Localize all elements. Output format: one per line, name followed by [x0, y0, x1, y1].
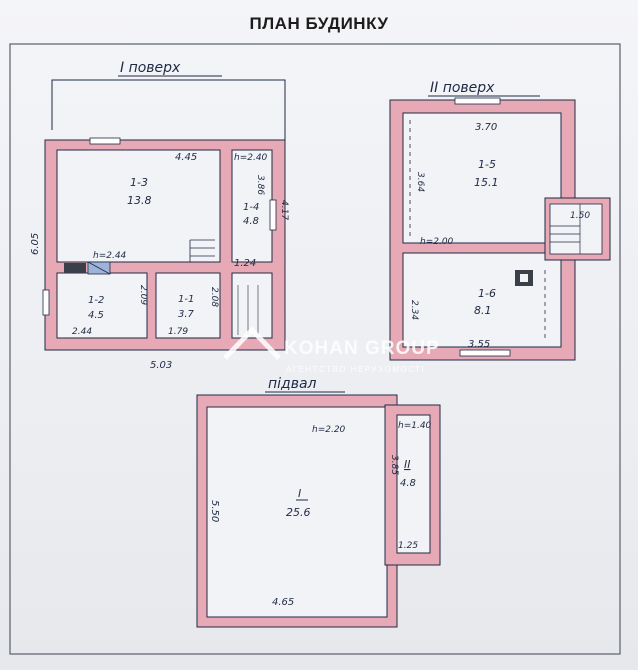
dim-height-r: h=2.40 — [234, 153, 268, 163]
drawing-frame — [9, 43, 621, 655]
dim-mid: 1.24 — [234, 258, 256, 269]
dim-b1: 2.44 — [72, 327, 92, 337]
room-1-1-id: 1-1 — [178, 294, 194, 305]
basement-label: підвал — [268, 376, 317, 392]
room-1-3-id: 1-3 — [130, 176, 148, 189]
dim-stair: 1.50 — [570, 211, 590, 221]
dim-bottom: 5.03 — [150, 360, 172, 371]
watermark: KOHAN GROUP АГЕНТСТВО НЕРУХОМОСТІ — [223, 326, 440, 374]
dim-top: 4.45 — [175, 152, 197, 163]
window — [89, 137, 121, 145]
dim-v4: 2.08 — [209, 287, 219, 307]
room-1-4-floor — [231, 149, 273, 263]
stairs-icon — [550, 204, 581, 254]
room-i-area: 25.6 — [286, 506, 311, 519]
room-1-2-floor — [56, 272, 148, 339]
window — [459, 349, 511, 357]
room-i-floor — [206, 406, 388, 618]
second-floor-label: II поверх — [430, 80, 495, 96]
dim-height: h=2.20 — [312, 425, 346, 435]
room-1-6-area: 8.1 — [474, 304, 492, 317]
second-floor-plan: II поверх 3.70 1-5 15.1 3.64 1.50 h=2.00… — [389, 80, 611, 361]
watermark-name: KOHAN GROUP — [284, 338, 440, 359]
room-1-6-floor — [402, 252, 562, 348]
dim-bottom: 4.65 — [272, 597, 294, 608]
room-1-2-area: 4.5 — [88, 310, 104, 321]
room-ii-floor — [396, 414, 431, 554]
room-1-2-id: 1-2 — [88, 295, 104, 306]
dim-small: 1.25 — [398, 541, 418, 551]
room-1-4-area: 4.8 — [243, 216, 259, 227]
stove-icon — [64, 263, 86, 273]
room-1-5-area: 15.1 — [474, 176, 499, 189]
dim-v2: 4.17 — [279, 200, 289, 220]
room-1-4-id: 1-4 — [243, 202, 259, 213]
dim-v3: 2.09 — [138, 285, 148, 305]
dim-left: 5.50 — [209, 500, 220, 522]
dim-v: 3.85 — [389, 455, 399, 475]
room-1-1-floor — [155, 272, 221, 339]
room-1-3-area: 13.8 — [127, 194, 152, 207]
dim-height2: h=1.40 — [398, 421, 432, 431]
dim-height: h=2.00 — [420, 237, 454, 247]
dim-height-k: h=2.44 — [93, 251, 127, 261]
watermark-logo-icon — [223, 326, 281, 360]
watermark-subtitle: АГЕНТСТВО НЕРУХОМОСТІ — [286, 365, 425, 374]
stairs-icon — [189, 239, 215, 262]
first-floor-label: I поверх — [120, 60, 181, 76]
basement-plan: підвал h=2.20 h=1.40 3.85 II 4.8 I 25.6 … — [196, 376, 441, 628]
dim-top: 3.70 — [475, 122, 497, 133]
dim-bottom: 3.55 — [468, 339, 490, 350]
plan-title: ПЛАН БУДИНКУ — [249, 14, 389, 33]
room-i-id: I — [298, 487, 301, 500]
porch-hatch — [237, 285, 259, 335]
room-1-6-id: 1-6 — [478, 287, 496, 300]
dim-b2: 1.79 — [168, 327, 188, 337]
dim-v1: 3.86 — [255, 175, 265, 195]
dim-left: 3.64 — [415, 172, 425, 192]
room-1-5-floor — [402, 112, 562, 244]
room-1-3-floor — [56, 149, 221, 263]
room-1-1-area: 3.7 — [178, 309, 195, 320]
dim-left: 6.05 — [30, 233, 41, 255]
window — [454, 97, 501, 105]
window — [42, 289, 50, 316]
room-ii-id: II — [404, 458, 411, 471]
dim-v: 2.34 — [409, 300, 419, 320]
room-ii-area: 4.8 — [400, 478, 416, 489]
room-1-5-id: 1-5 — [478, 158, 496, 171]
window — [269, 199, 277, 231]
first-floor-outline — [51, 79, 286, 140]
first-floor-plan: I поверх 4.45 h=2.40 1-3 13.8 1-4 4.8 3.… — [30, 60, 289, 371]
